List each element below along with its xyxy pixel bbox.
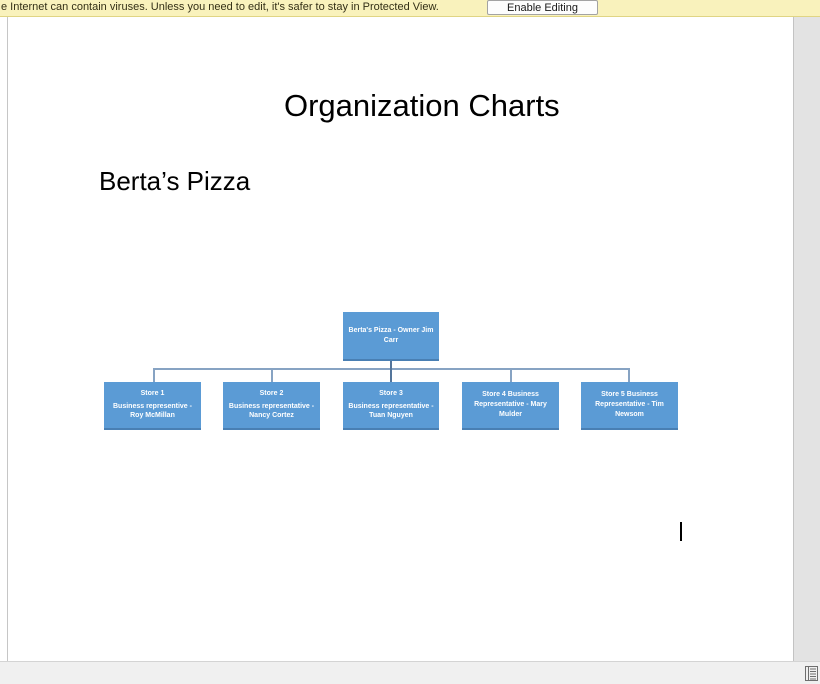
org-node-store-3[interactable]: Store 3 Business representative - Tuan N…: [343, 382, 439, 430]
org-node-title: Store 3: [379, 389, 403, 397]
org-node-store-2[interactable]: Store 2 Business representative - Nancy …: [223, 382, 320, 430]
org-node-label: Business representative - Tuan Nguyen: [348, 402, 434, 420]
connector-drop: [628, 368, 630, 382]
org-node-label: Berta's Pizza - Owner Jim Carr: [348, 326, 434, 344]
org-node-label: Store 4 Business Representative - Mary M…: [474, 391, 547, 418]
org-node-label: Business representive - Roy McMillan: [113, 402, 192, 420]
connector-root-stub: [390, 361, 392, 369]
text-cursor-caret: [680, 522, 682, 541]
connector-drop: [510, 368, 512, 382]
connector-drop: [153, 368, 155, 382]
connector-drop: [271, 368, 273, 382]
org-node-store-1[interactable]: Store 1 Business representive - Roy McMi…: [104, 382, 201, 430]
org-node-label: Business representative - Nancy Cortez: [228, 402, 315, 420]
org-node-title: Store 1: [140, 389, 165, 397]
document-title: Organization Charts: [284, 88, 560, 123]
proofing-status-icon[interactable]: [804, 665, 819, 682]
document-subtitle: Berta’s Pizza: [99, 166, 251, 196]
status-bar: [0, 661, 820, 684]
org-node-store-5[interactable]: Store 5 Business Representative - Tim Ne…: [581, 382, 678, 430]
org-node-title: Store 2: [259, 389, 284, 397]
protected-view-bar: e Internet can contain viruses. Unless y…: [0, 0, 820, 17]
connector-drop: [390, 368, 392, 382]
protected-view-message: e Internet can contain viruses. Unless y…: [1, 1, 439, 13]
document-page: Organization Charts Berta’s Pizza Berta'…: [7, 17, 793, 661]
org-node-store-4[interactable]: Store 4 Business Representative - Mary M…: [462, 382, 559, 430]
org-node-label: Store 5 Business Representative - Tim Ne…: [595, 391, 664, 418]
editor-canvas-margin: [793, 17, 820, 661]
enable-editing-button[interactable]: Enable Editing: [487, 0, 598, 15]
org-node-owner[interactable]: Berta's Pizza - Owner Jim Carr: [343, 312, 439, 361]
